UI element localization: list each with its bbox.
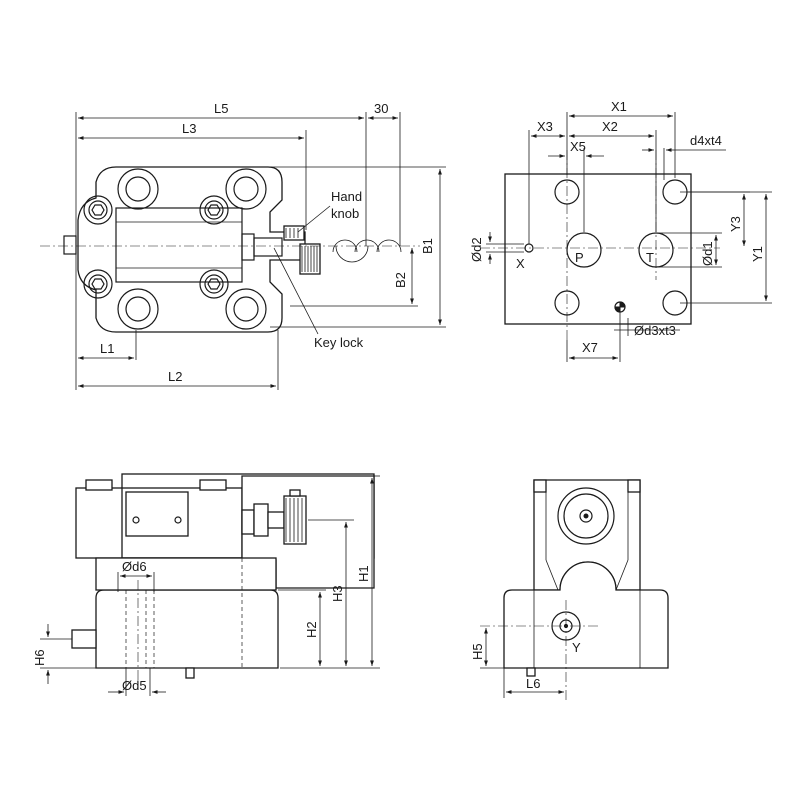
dim-B2: B2 <box>393 272 408 288</box>
port-plate <box>504 173 692 325</box>
front-view: H1 H3 H2 H6 Ød6 Ød5 <box>32 473 380 696</box>
callout-hand-knob-1: Hand <box>331 189 362 204</box>
dim-d6: Ød6 <box>122 559 147 574</box>
dim-H6: H6 <box>32 649 47 666</box>
port-view: X P T X1 X3 X2 X5 d4xt4 X7 Ød3xt3 <box>469 99 772 362</box>
top-view-body <box>77 166 306 333</box>
dim-X2: X2 <box>602 119 618 134</box>
top-view: L5 30 L3 L1 L2 B1 B2 Hand knob Key lock <box>40 101 446 390</box>
callout-key-lock: Key lock <box>314 335 364 350</box>
mounting-bolts <box>117 168 267 330</box>
dim-L1: L1 <box>100 341 114 356</box>
locating-pin <box>614 301 626 313</box>
dim-L2: L2 <box>168 369 182 384</box>
dim-X5: X5 <box>570 139 586 154</box>
hand-knob-top[interactable] <box>283 225 321 275</box>
hand-knob-front[interactable] <box>283 489 307 545</box>
dim-H1: H1 <box>356 565 371 582</box>
port-label-P: P <box>575 250 584 265</box>
dim-Y3: Y3 <box>728 216 743 232</box>
dim-d3xt3: Ød3xt3 <box>634 323 676 338</box>
dim-L6: L6 <box>526 676 540 691</box>
dim-X1: X1 <box>611 99 627 114</box>
dim-d5: Ød5 <box>122 678 147 693</box>
dim-X7: X7 <box>582 340 598 355</box>
dim-H5: H5 <box>470 643 485 660</box>
dim-X3: X3 <box>537 119 553 134</box>
dim-H3: H3 <box>330 585 345 602</box>
dim-d2: Ød2 <box>469 237 484 262</box>
dim-d1: Ød1 <box>700 241 715 266</box>
front-subplate <box>95 589 279 669</box>
dim-30: 30 <box>374 101 388 116</box>
dim-L3: L3 <box>182 121 196 136</box>
callout-hand-knob-2: knob <box>331 206 359 221</box>
knob-sweep-arcs <box>332 239 402 263</box>
port-label-Y: Y <box>572 640 581 655</box>
dim-H2: H2 <box>304 621 319 638</box>
port-label-T: T <box>646 250 654 265</box>
dim-L5: L5 <box>214 101 228 116</box>
side-subplate <box>503 561 669 669</box>
port-label-X: X <box>516 256 525 271</box>
dim-d4xt4: d4xt4 <box>690 133 722 148</box>
dim-B1: B1 <box>420 238 435 254</box>
hex-screws <box>83 195 229 299</box>
side-view: Y H5 L6 <box>470 479 669 700</box>
left-plug <box>63 235 77 255</box>
dim-Y1: Y1 <box>750 246 765 262</box>
hand-knob-side[interactable] <box>557 487 615 545</box>
